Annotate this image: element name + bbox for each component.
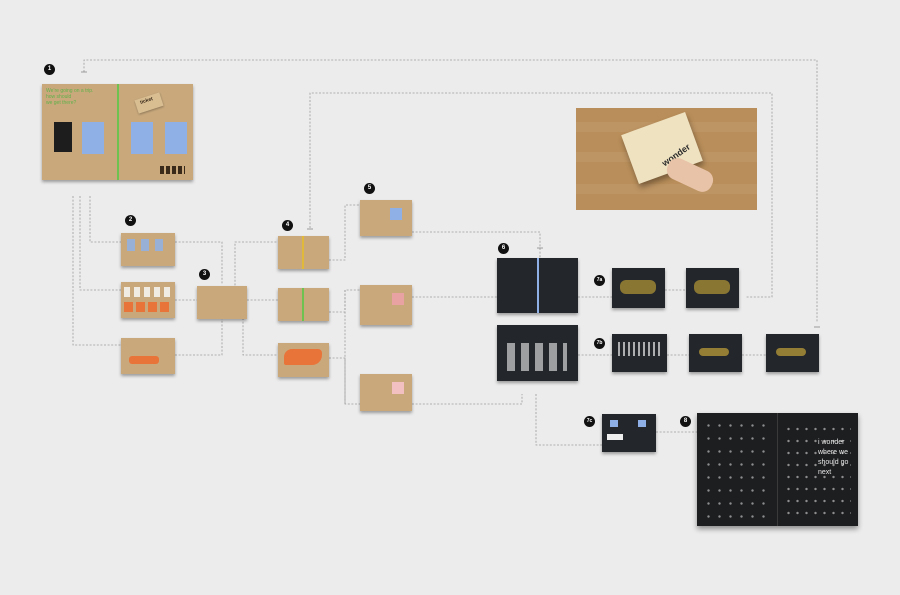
card-7a-1-gold bbox=[620, 280, 656, 294]
connectors bbox=[72, 59, 818, 446]
step-badge-7b: 7b bbox=[594, 338, 605, 349]
card-7a-2 bbox=[686, 268, 739, 308]
card-2c-orange bbox=[129, 356, 159, 364]
step-badge-6: 6 bbox=[498, 243, 509, 254]
card-4c-orange bbox=[284, 349, 322, 365]
card-6b bbox=[497, 325, 578, 381]
card-5c-square bbox=[392, 382, 404, 394]
final-book-line-1: i wonder bbox=[818, 439, 845, 446]
final-book-line-2: where we bbox=[818, 449, 848, 456]
connector-ticks bbox=[81, 71, 820, 328]
card-2a bbox=[121, 233, 175, 266]
step-badge-1: 1 bbox=[44, 64, 55, 75]
card-1-tagline-2: how should bbox=[46, 94, 72, 100]
step-badge-8: 8 bbox=[680, 416, 691, 427]
card-1-mark bbox=[160, 166, 185, 174]
card-1-blue-panel-2 bbox=[131, 122, 153, 154]
final-book-spine bbox=[777, 413, 778, 526]
card-6a bbox=[497, 258, 578, 313]
step-badge-3: 3 bbox=[199, 269, 210, 280]
card-4c bbox=[278, 343, 329, 377]
card-1-tagline: We’re going on a trip. how should we get… bbox=[46, 88, 93, 106]
step-badge-2: 2 bbox=[125, 215, 136, 226]
final-book-stars-1 bbox=[703, 419, 771, 519]
card-1-spine bbox=[117, 84, 119, 180]
final-book bbox=[697, 413, 858, 526]
card-7c-blue-2 bbox=[638, 420, 646, 427]
card-7b-3 bbox=[766, 334, 819, 372]
card-3 bbox=[197, 286, 247, 319]
step-badge-5: 5 bbox=[364, 183, 375, 194]
card-1-black-panel bbox=[54, 122, 72, 152]
card-2a-figures bbox=[127, 239, 169, 251]
card-4b bbox=[278, 288, 329, 321]
card-7b-2 bbox=[689, 334, 742, 372]
final-book-line-4: next bbox=[818, 469, 832, 476]
card-5a bbox=[360, 200, 412, 236]
card-4a-spine bbox=[302, 236, 304, 269]
card-7c-white bbox=[607, 434, 623, 440]
card-6a-spine bbox=[537, 258, 539, 313]
final-book-line-3: should go bbox=[818, 459, 849, 466]
wood-grain-3 bbox=[576, 184, 757, 194]
card-1-blue-panel-3 bbox=[165, 122, 187, 154]
card-1-tagline-1: We’re going on a trip. bbox=[46, 88, 94, 94]
card-1-blue-panel-1 bbox=[82, 122, 104, 154]
step-badge-7c: 7c bbox=[584, 416, 595, 427]
prototype-photo: wonder bbox=[576, 108, 757, 210]
card-5c bbox=[360, 374, 412, 411]
card-7a-1 bbox=[612, 268, 665, 308]
card-7b-2-gold bbox=[699, 348, 729, 356]
card-1-tagline-3: we get there? bbox=[46, 100, 77, 106]
card-5a-square bbox=[390, 208, 402, 220]
card-2c bbox=[121, 338, 175, 374]
card-2b-orange bbox=[124, 302, 172, 312]
final-book-stars-2 bbox=[781, 419, 851, 519]
card-2b bbox=[121, 282, 175, 318]
card-7b-3-gold bbox=[776, 348, 806, 356]
card-7b-1 bbox=[612, 334, 667, 372]
card-7a-2-gold bbox=[694, 280, 730, 294]
card-2b-photos bbox=[124, 287, 172, 297]
card-4a bbox=[278, 236, 329, 269]
card-7b-1-lines bbox=[618, 342, 660, 356]
card-5b-square bbox=[392, 293, 404, 305]
step-badge-4: 4 bbox=[282, 220, 293, 231]
step-badge-7a: 7a bbox=[594, 275, 605, 286]
card-7c bbox=[602, 414, 656, 452]
card-4b-spine bbox=[302, 288, 304, 321]
card-6b-blocks bbox=[507, 343, 567, 371]
card-5b bbox=[360, 285, 412, 325]
card-7c-blue bbox=[610, 420, 618, 427]
final-book-text: i wonder where we should go next bbox=[818, 438, 866, 478]
